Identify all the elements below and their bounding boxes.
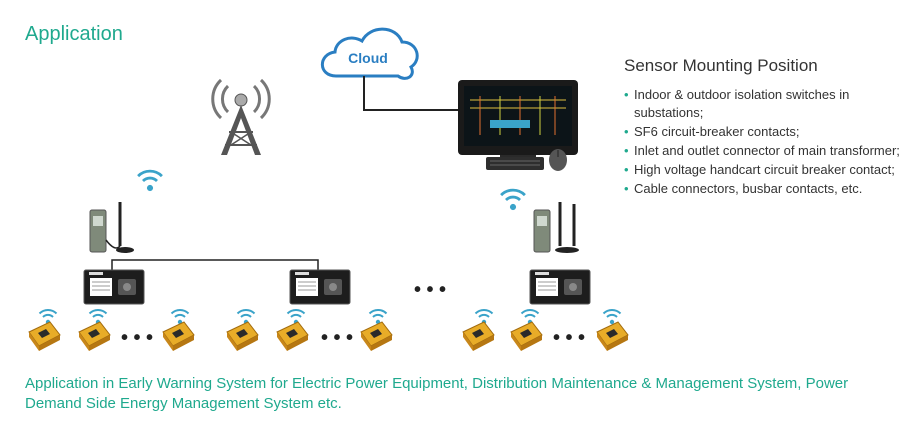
sensor-mounting-item: SF6 circuit-breaker contacts;	[624, 123, 904, 141]
sensor-mounting-item: Inlet and outlet connector of main trans…	[624, 142, 904, 160]
temperature-sensor-icon	[276, 321, 309, 352]
sensor-mounting-list: Indoor & outdoor isolation switches in s…	[624, 86, 904, 198]
wifi-icon	[499, 188, 527, 212]
ellipsis-dots: • • •	[321, 327, 353, 349]
wifi-icon	[236, 308, 256, 326]
wifi-icon	[170, 308, 190, 326]
temperature-sensor-icon	[78, 321, 111, 352]
monitor-icon	[458, 80, 578, 161]
wifi-icon	[286, 308, 306, 326]
temperature-sensor-icon	[596, 321, 629, 352]
cloud-label: Cloud	[348, 50, 388, 66]
ellipsis-dots: • • •	[414, 279, 446, 301]
sensor-mounting-heading: Sensor Mounting Position	[624, 56, 818, 75]
controller-unit	[289, 269, 351, 305]
cloud-icon: Cloud	[320, 27, 419, 80]
wifi-icon	[38, 308, 58, 326]
cloud-connection-line	[363, 76, 458, 111]
temperature-sensor-icon	[462, 321, 495, 352]
bus-line	[111, 259, 319, 270]
temperature-sensor-icon	[226, 321, 259, 352]
ellipsis-dots: • • •	[553, 327, 585, 349]
sensor-mounting-panel: Sensor Mounting Position Indoor & outdoo…	[624, 56, 904, 199]
wifi-icon	[88, 308, 108, 326]
wifi-icon	[520, 308, 540, 326]
wifi-icon	[368, 308, 388, 326]
keyboard-icon	[486, 157, 544, 170]
mouse-icon	[549, 149, 567, 171]
temperature-sensor-icon	[28, 321, 61, 352]
temperature-sensor-icon	[510, 321, 543, 352]
page-title: Application	[25, 23, 123, 45]
sensor-mounting-item: Indoor & outdoor isolation switches in s…	[624, 86, 904, 122]
sensor-mounting-item: Cable connectors, busbar contacts, etc.	[624, 180, 904, 198]
cell-tower-icon	[211, 78, 271, 155]
controller-unit	[83, 269, 145, 305]
sensor-mounting-item: High voltage handcart circuit breaker co…	[624, 161, 904, 179]
ellipsis-dots: • • •	[121, 327, 153, 349]
gateway-left-icon	[89, 202, 134, 253]
controller-unit	[529, 269, 591, 305]
application-footer-text: Application in Early Warning System for …	[25, 375, 849, 412]
temperature-sensor-icon	[360, 321, 393, 352]
gateway-right-icon	[533, 202, 579, 253]
wifi-icon	[136, 169, 164, 193]
temperature-sensor-icon	[162, 321, 195, 352]
